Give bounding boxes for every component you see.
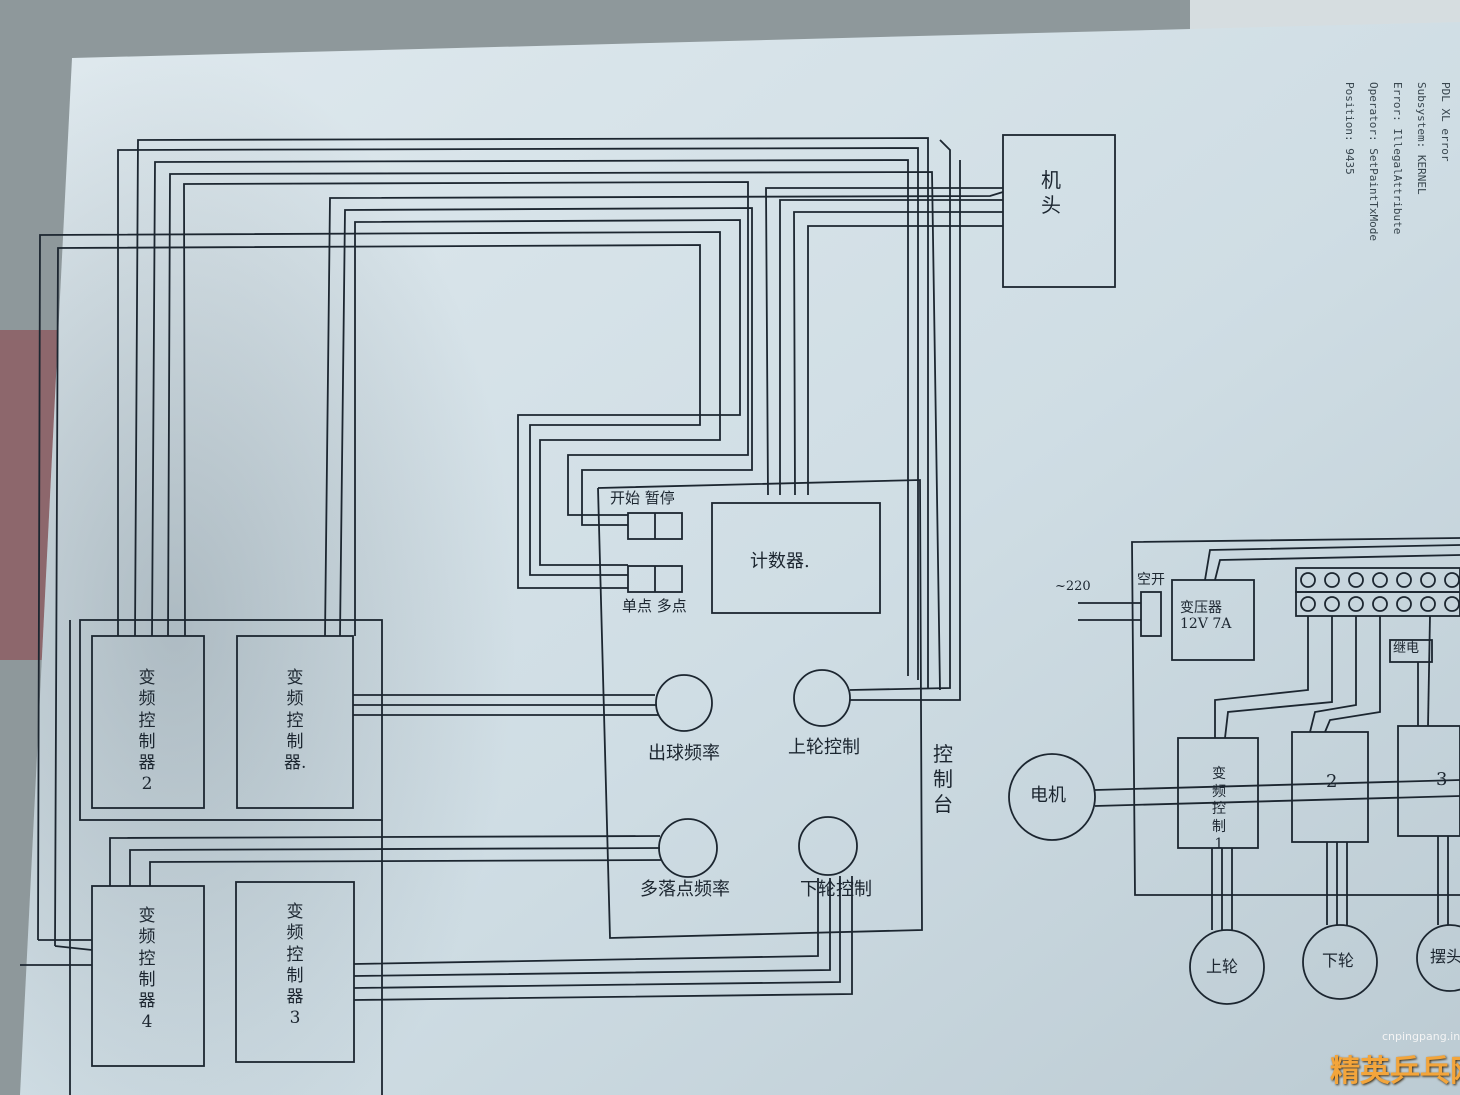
output-upper-wheel-label: 上轮 — [1206, 957, 1239, 976]
inverter-2-box — [1291, 731, 1369, 843]
knob-upper-wheel-label: 上轮控制 — [788, 737, 860, 758]
watermark-site: cnpingpang.info — [1382, 1030, 1460, 1043]
knob-landing-frequency-label: 多落点频率 — [640, 879, 730, 900]
controller-2-label: 变频控制器 2 — [138, 668, 156, 795]
relay-box — [1389, 639, 1433, 663]
inverter-3-label: 3 — [1436, 769, 1448, 790]
watermark-brand: 精英乒乓网 — [1330, 1054, 1460, 1089]
printed-error-line-2: Subsystem: KERNEL — [1415, 82, 1428, 195]
controller-4-label: 变频控制器 4 — [138, 906, 156, 1033]
knob-ball-frequency-label: 出球频率 — [648, 743, 720, 764]
controller-3-label: 变频控制器 3 — [286, 902, 304, 1029]
printed-error-line-3: Error: IllegalAttribute — [1391, 82, 1404, 235]
paper-shadow — [20, 48, 640, 1095]
output-swing — [1416, 924, 1460, 992]
start-pause-label: 开始 暂停 — [610, 489, 675, 507]
counter-box — [711, 502, 881, 614]
diagram-lines — [20, 134, 1460, 1095]
inverter-1-box — [1177, 737, 1259, 849]
machine-head-box — [1002, 134, 1116, 288]
machine-head-label: 机头 — [1041, 168, 1061, 217]
right-enclosure — [1131, 537, 1460, 896]
inverter-3-box — [1397, 725, 1460, 837]
single-multi-label: 单点 多点 — [622, 597, 687, 615]
knob-lower-wheel — [798, 816, 858, 876]
controller-main-label: 变频控制器. — [284, 668, 307, 773]
controller-3-box — [235, 881, 355, 1063]
power-in-label: ~220 — [1055, 579, 1091, 594]
air-switch — [1140, 591, 1162, 637]
knob-ball-frequency — [655, 674, 713, 732]
controller-4-box — [91, 885, 205, 1067]
transformer-box — [1171, 579, 1255, 661]
inverter-1-label: 变频控制 1 — [1212, 766, 1226, 852]
knob-lower-wheel-label: 下轮控制 — [800, 879, 872, 900]
controller-group-top — [79, 619, 383, 821]
air-switch-label: 空开 — [1137, 572, 1165, 588]
knob-upper-wheel — [793, 669, 851, 727]
transformer-label: 变压器 12V 7A — [1180, 600, 1232, 633]
control-panel-outline — [597, 479, 923, 939]
printed-error-line-5: Position: 9435 — [1343, 82, 1356, 175]
inverter-2-label: 2 — [1326, 771, 1338, 792]
controller-2-box — [91, 635, 205, 809]
motor-circle — [1008, 753, 1096, 841]
printed-error-line-1: PDL XL error — [1439, 82, 1452, 162]
counter-label: 计数器. — [750, 551, 810, 572]
motor-label: 电机 — [1030, 785, 1066, 806]
control-panel-label: 控制台 — [933, 742, 953, 816]
output-swing-label: 摆头 — [1430, 947, 1460, 966]
relay-label: 继电 — [1393, 641, 1420, 656]
output-lower-wheel-label: 下轮 — [1322, 951, 1355, 970]
controller-main-box — [236, 635, 354, 809]
output-lower-wheel — [1302, 924, 1378, 1000]
printed-error-line-4: Operator: SetPaintTxMode — [1367, 82, 1380, 241]
terminal-block — [1295, 567, 1460, 617]
output-upper-wheel — [1189, 929, 1265, 1005]
